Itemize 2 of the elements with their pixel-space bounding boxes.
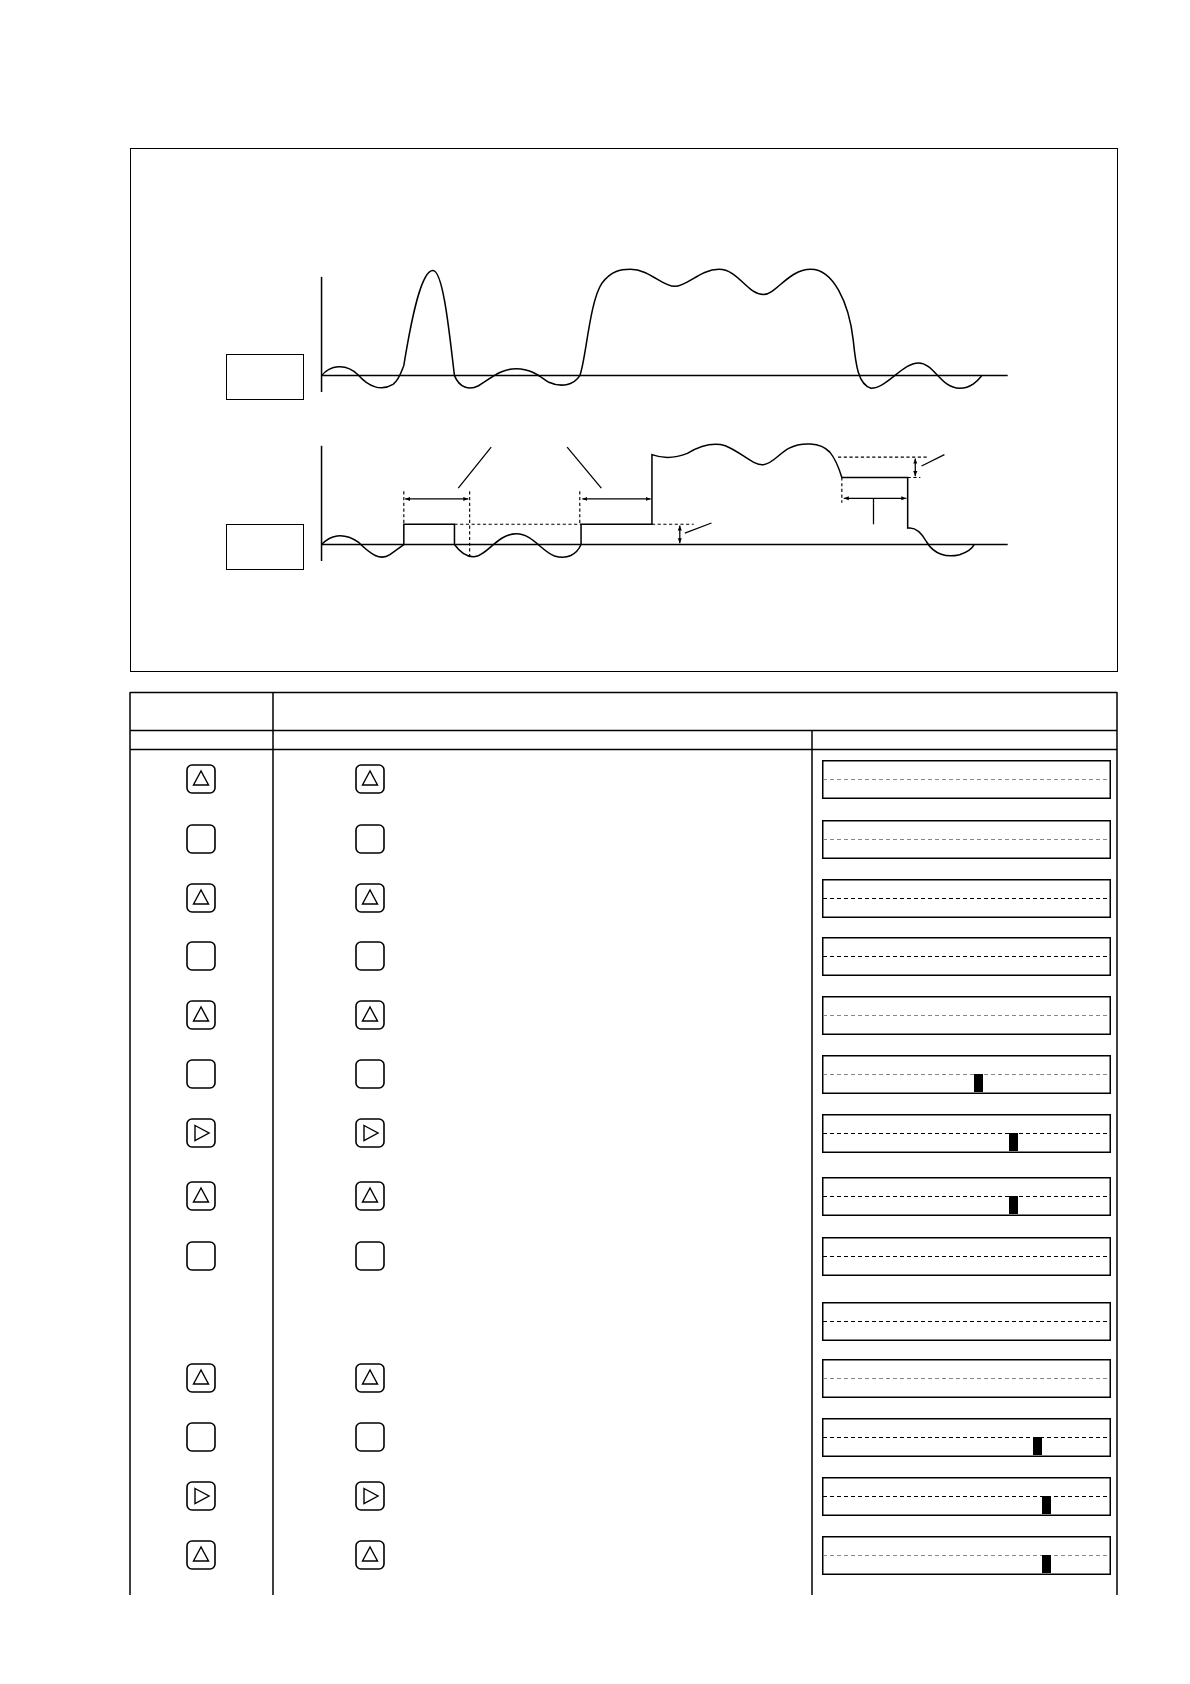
blank-label-box (226, 354, 304, 400)
blank-label-box (226, 524, 304, 570)
